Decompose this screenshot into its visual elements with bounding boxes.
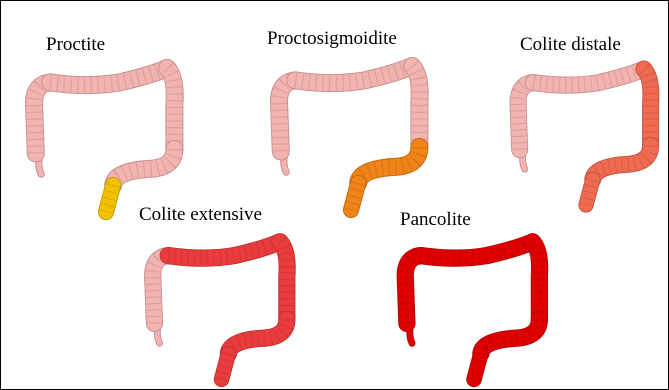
colon-segment-ascending <box>153 256 168 324</box>
colon-proctite <box>11 41 201 221</box>
colon-pancolite <box>379 216 569 388</box>
colon-colite-extensive <box>129 216 314 388</box>
colon-colite-distale <box>501 41 669 216</box>
colon-proctosigmoidite <box>256 39 446 219</box>
colon-segment-ascending <box>279 80 295 151</box>
colon-segment-ascending <box>405 256 420 324</box>
colon-segment-ascending <box>34 82 50 153</box>
colon-segment-ascending <box>518 83 533 150</box>
